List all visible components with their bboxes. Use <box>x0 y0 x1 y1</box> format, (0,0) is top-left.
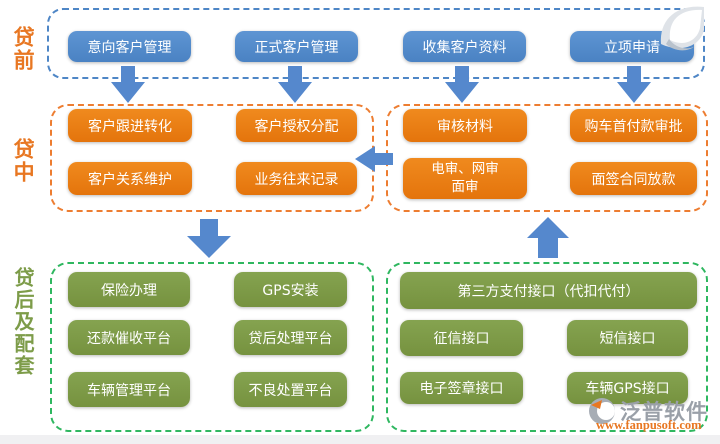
down-arrow-icon <box>187 219 231 258</box>
node-vehicle-management-platform: 车辆管理平台 <box>68 372 190 407</box>
node-e-signature-interface: 电子签章接口 <box>400 372 523 404</box>
node-business-transaction-records: 业务往来记录 <box>236 162 357 195</box>
watermark-logo-icon <box>588 397 618 429</box>
node-post-loan-processing-platform: 贷后处理平台 <box>234 320 347 355</box>
node-credit-check-interface: 征信接口 <box>400 320 523 356</box>
node-customer-relationship-maintenance: 客户关系维护 <box>68 162 192 195</box>
node-intent-customer-management: 意向客户管理 <box>68 31 191 62</box>
node-insurance-handling: 保险办理 <box>68 272 190 307</box>
node-customer-followup-conversion: 客户跟进转化 <box>68 109 192 142</box>
node-repayment-collection-platform: 还款催收平台 <box>68 320 190 355</box>
up-arrow-icon <box>527 217 569 258</box>
node-formal-customer-management: 正式客户管理 <box>235 31 358 62</box>
section-label-mid-loan: 贷中 <box>11 138 36 184</box>
post-loan-left-zone <box>50 262 374 432</box>
watermark-url: www.fanpusoft.com <box>596 418 702 432</box>
node-vehicle-gps-interface: 车辆GPS接口 <box>567 372 688 404</box>
node-review-materials: 审核材料 <box>403 109 527 142</box>
node-down-payment-approval: 购车首付款审批 <box>570 109 697 142</box>
down-arrow-icon <box>445 66 479 103</box>
node-gps-installation: GPS安装 <box>234 272 347 307</box>
node-contract-signing-disbursement: 面签合同放款 <box>570 162 697 195</box>
pre-loan-zone <box>47 8 705 79</box>
section-label-post-loan: 贷后及配套 <box>11 267 35 377</box>
down-arrow-icon <box>617 66 651 103</box>
page-curl-decoration <box>640 3 706 57</box>
node-phone-online-interview-review: 电审、网审 面审 <box>403 158 527 199</box>
node-collect-customer-info: 收集客户资料 <box>403 31 526 62</box>
node-sms-interface: 短信接口 <box>567 320 688 356</box>
down-arrow-icon <box>278 66 312 103</box>
section-label-pre-loan: 贷前 <box>11 26 36 72</box>
node-customer-authorization-allocation: 客户授权分配 <box>236 109 357 142</box>
post-loan-right-zone <box>386 262 708 432</box>
node-third-party-payment-interface: 第三方支付接口（代扣代付） <box>400 272 697 309</box>
down-arrow-icon <box>111 66 145 103</box>
left-arrow-icon <box>355 146 393 172</box>
watermark-brand-text: 泛普软件 <box>620 400 708 424</box>
bottom-edge-strip <box>0 435 720 444</box>
node-bad-asset-disposal-platform: 不良处置平台 <box>234 372 347 407</box>
